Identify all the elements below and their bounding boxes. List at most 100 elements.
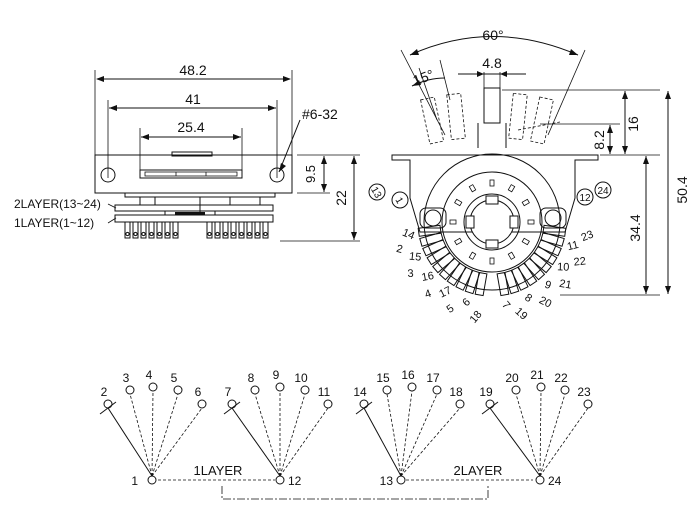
contact-number: 2 bbox=[101, 385, 108, 399]
contact-terminal bbox=[323, 399, 333, 409]
front-terminal-lug bbox=[172, 221, 179, 239]
front-terminal-hole bbox=[207, 231, 212, 237]
common-number: 1 bbox=[131, 474, 138, 488]
contact-path bbox=[400, 407, 461, 477]
contact-number: 11 bbox=[318, 385, 331, 399]
contact-terminal bbox=[583, 399, 593, 409]
contact-number: 21 bbox=[530, 368, 544, 382]
front-terminal-lug bbox=[140, 221, 147, 239]
front-terminal-hole bbox=[149, 231, 154, 237]
terminal-number: 6 bbox=[460, 296, 473, 309]
contact-number: 16 bbox=[401, 368, 415, 382]
front-terminal-hole bbox=[223, 231, 228, 237]
lever-positions bbox=[420, 92, 561, 145]
angle-dimension bbox=[400, 36, 586, 136]
contact-number: 8 bbox=[248, 371, 255, 385]
front-terminal-hole bbox=[173, 231, 178, 237]
front-terminal-lug bbox=[238, 221, 245, 239]
dim-hole-spacing: 41 bbox=[185, 91, 201, 107]
wafer-slot bbox=[489, 179, 495, 187]
front-terminal-lug bbox=[206, 221, 213, 239]
common-number: 24 bbox=[548, 474, 562, 488]
front-terminals bbox=[124, 221, 269, 239]
front-terminal-lug bbox=[262, 221, 269, 239]
dim-total-height: 22 bbox=[333, 190, 349, 206]
terminal-lug bbox=[455, 266, 474, 291]
dim-total-50-4: 50.4 bbox=[674, 176, 690, 203]
layer1-range-label: 1LAYER(1~12) bbox=[14, 216, 94, 230]
terminal-lug bbox=[464, 269, 481, 295]
front-terminal-hole bbox=[157, 231, 162, 237]
contact-number: 9 bbox=[273, 368, 280, 382]
front-terminal-lug bbox=[214, 221, 221, 239]
common-terminal bbox=[147, 475, 157, 485]
front-terminal-hole bbox=[231, 231, 236, 237]
terminal-lug bbox=[419, 231, 444, 247]
svg-text:13: 13 bbox=[368, 185, 383, 201]
dim-shaft-16: 16 bbox=[625, 116, 641, 132]
contact-number: 18 bbox=[449, 385, 463, 399]
mounting-plate bbox=[391, 153, 599, 291]
common-number: 13 bbox=[380, 474, 394, 488]
front-terminal-lug bbox=[164, 221, 171, 239]
wafer-slot bbox=[521, 198, 530, 207]
terminal-number: 3 bbox=[407, 268, 414, 280]
terminal-lug bbox=[417, 224, 442, 237]
contact-terminal bbox=[275, 382, 285, 392]
terminal-number: 11 bbox=[566, 239, 580, 253]
wiper-tick bbox=[355, 401, 373, 415]
contact-path bbox=[539, 390, 542, 477]
terminal-number: 15 bbox=[408, 251, 421, 264]
front-terminal-lug bbox=[124, 221, 131, 239]
front-terminal-hole bbox=[165, 231, 170, 237]
top-dimension-lines bbox=[502, 89, 671, 296]
wafer-marker-24: 24 bbox=[594, 181, 612, 199]
contact-path bbox=[151, 407, 203, 477]
contact-number: 17 bbox=[426, 371, 440, 385]
contact-terminal bbox=[455, 399, 465, 409]
svg-text:24: 24 bbox=[597, 186, 609, 197]
terminal-number: 8 bbox=[522, 292, 534, 305]
front-terminal-lug bbox=[222, 221, 229, 239]
dim-overall-width: 48.2 bbox=[179, 62, 206, 78]
wafer-slots bbox=[449, 179, 535, 265]
wafer-slot bbox=[507, 184, 516, 193]
terminal-lug bbox=[528, 251, 552, 274]
contact-number: 6 bbox=[195, 385, 202, 399]
contact-path bbox=[151, 390, 154, 477]
dim-slot-width: 25.4 bbox=[177, 119, 204, 135]
terminal-number: 14 bbox=[401, 227, 417, 243]
contact-terminal bbox=[407, 382, 417, 392]
front-terminal-hole bbox=[263, 231, 268, 237]
contact-terminal bbox=[560, 385, 570, 395]
contact-terminal bbox=[432, 385, 442, 395]
terminal-number: 21 bbox=[558, 278, 572, 292]
contact-number: 4 bbox=[146, 368, 153, 382]
terminal-lug bbox=[537, 238, 562, 257]
svg-text:1: 1 bbox=[393, 196, 406, 207]
terminal-number: 17 bbox=[437, 284, 453, 300]
front-terminal-hole bbox=[255, 231, 260, 237]
terminal-number: 18 bbox=[468, 309, 485, 326]
shaft-outline bbox=[477, 87, 507, 148]
contact-path bbox=[129, 393, 153, 477]
contact-path bbox=[539, 393, 566, 477]
dim-lower-34-4: 34.4 bbox=[627, 214, 643, 241]
svg-text:12: 12 bbox=[579, 193, 591, 204]
contact-number: 19 bbox=[479, 385, 493, 399]
wafer-slot bbox=[489, 257, 495, 265]
terminal-number: 5 bbox=[445, 302, 457, 315]
front-view: 48.2 41 25.4 #6-32 9.5 22 2LAYER(13~24) … bbox=[14, 62, 360, 242]
contact-number: 15 bbox=[376, 371, 390, 385]
contact-wiper bbox=[231, 407, 281, 477]
angle-step-label: 15° bbox=[411, 66, 436, 88]
front-terminal-lug bbox=[148, 221, 155, 239]
wiper-tick bbox=[99, 401, 117, 415]
terminal-number: 20 bbox=[537, 294, 553, 310]
wafer-slot bbox=[507, 251, 516, 260]
terminal-lug bbox=[517, 262, 538, 287]
terminal-number: 7 bbox=[499, 299, 512, 311]
contact-terminal bbox=[536, 382, 546, 392]
